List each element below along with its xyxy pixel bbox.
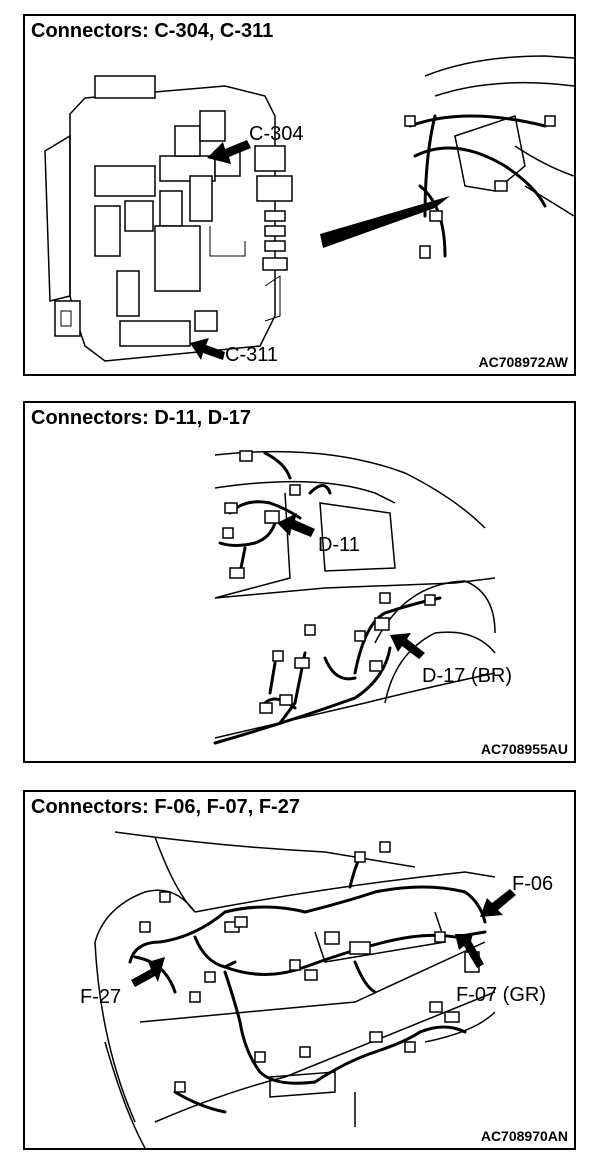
dashboard-harness — [404, 55, 574, 259]
label-f07: F-07 (GR) — [456, 984, 546, 1006]
label-d11: D-11 — [318, 534, 360, 556]
figure-code: AC708972AW — [478, 354, 569, 370]
panel-title: Connectors: C-304, C-311 — [31, 20, 274, 42]
vehicle-side-diagram — [213, 450, 496, 745]
panel-c304-c311: Connectors: C-304, C-311 — [23, 14, 576, 376]
trunk-harness — [128, 841, 487, 1114]
label-c311: C-311 — [225, 344, 278, 366]
label-f06: F-06 — [512, 873, 554, 895]
panel-d11-d17: Connectors: D-11, D-17 — [23, 401, 576, 763]
vehicle-rear-body — [94, 831, 496, 1148]
figure-code: AC708970AN — [480, 1128, 568, 1144]
d11-arrow — [277, 513, 315, 537]
panel-f06-f07-f27: Connectors: F-06, F-07, F-27 — [23, 790, 576, 1150]
label-f27: F-27 — [80, 986, 122, 1008]
junction-block — [44, 75, 293, 362]
label-d17: D-17 (BR) — [422, 665, 513, 687]
junction-block-diagram — [44, 55, 574, 362]
trunk-lid-diagram — [94, 831, 516, 1148]
d17-arrow — [390, 633, 425, 659]
locator-pointer — [320, 196, 450, 248]
c311-arrow — [190, 338, 225, 360]
figure-code: AC708955AU — [480, 741, 568, 757]
panel-title: Connectors: F-06, F-07, F-27 — [31, 796, 300, 818]
body-harness — [213, 450, 442, 745]
label-c304: C-304 — [249, 123, 304, 145]
vehicle-body — [214, 450, 496, 739]
c304-arrow — [207, 140, 251, 164]
f07-arrow — [455, 934, 484, 968]
panel-title: Connectors: D-11, D-17 — [31, 407, 252, 429]
f27-arrow — [131, 957, 165, 987]
f06-arrow — [480, 889, 516, 917]
